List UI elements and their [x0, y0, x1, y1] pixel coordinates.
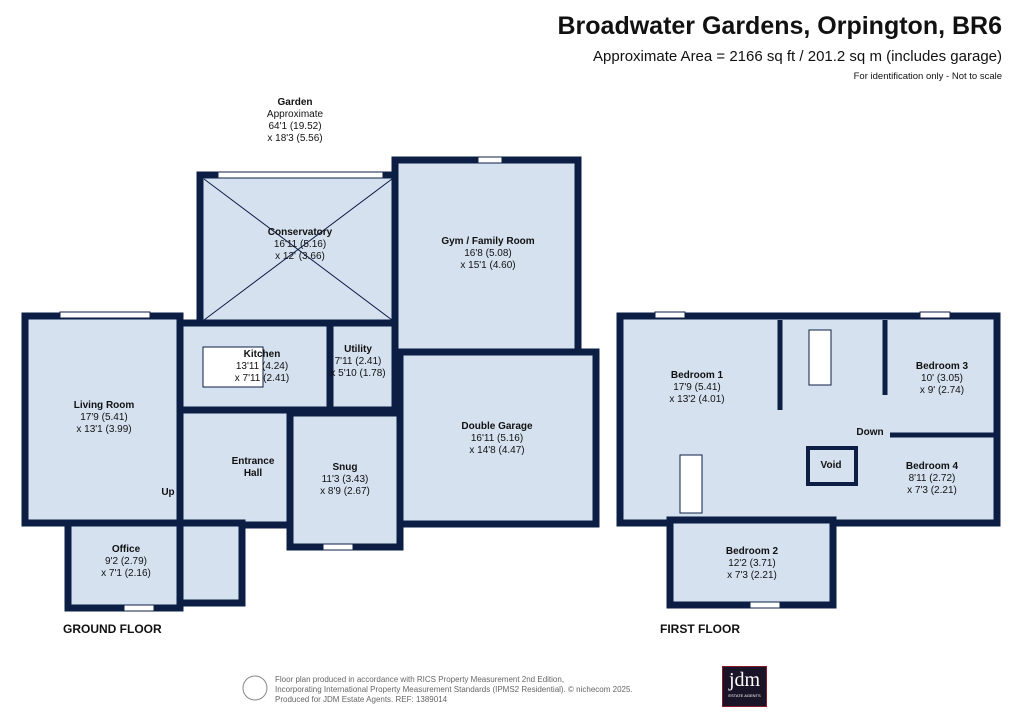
garage-area [396, 348, 600, 528]
window [322, 543, 354, 551]
bedroom-2-area [666, 516, 837, 609]
snug-area [286, 409, 404, 551]
wc-area [176, 519, 246, 607]
bath-icon [808, 329, 832, 386]
stairs-up-label: Up [161, 487, 175, 498]
stairs-down-label: Down [856, 427, 884, 438]
window [749, 601, 781, 609]
scale-note: For identification only - Not to scale [853, 71, 1002, 82]
window [59, 311, 151, 319]
window [123, 604, 155, 612]
first-floor-label: FIRST FLOOR [660, 622, 740, 636]
living-room-area [21, 312, 184, 527]
footer-text: Floor plan produced in accordance with R… [275, 675, 633, 705]
area-summary: Approximate Area = 2166 sq ft / 201.2 sq… [593, 48, 1002, 65]
window [919, 311, 951, 319]
window [477, 156, 503, 164]
void-label: Void [820, 460, 842, 471]
footer-line: Produced for JDM Estate Agents. REF: 138… [275, 695, 448, 704]
window [217, 171, 384, 179]
ground-floor-label: GROUND FLOOR [63, 622, 162, 636]
gym-area [391, 156, 582, 359]
property-title: Broadwater Gardens, Orpington, BR6 [557, 12, 1002, 40]
jdm-logo: jdm ESTATE AGENTS [722, 666, 767, 707]
window [654, 311, 686, 319]
footer-line: Floor plan produced in accordance with R… [275, 675, 565, 684]
bath-icon [679, 454, 703, 514]
person-icon [242, 675, 268, 701]
kitchen-counter [202, 346, 264, 388]
void-area [806, 446, 858, 486]
footer-line: Incorporating International Property Mea… [275, 685, 633, 694]
